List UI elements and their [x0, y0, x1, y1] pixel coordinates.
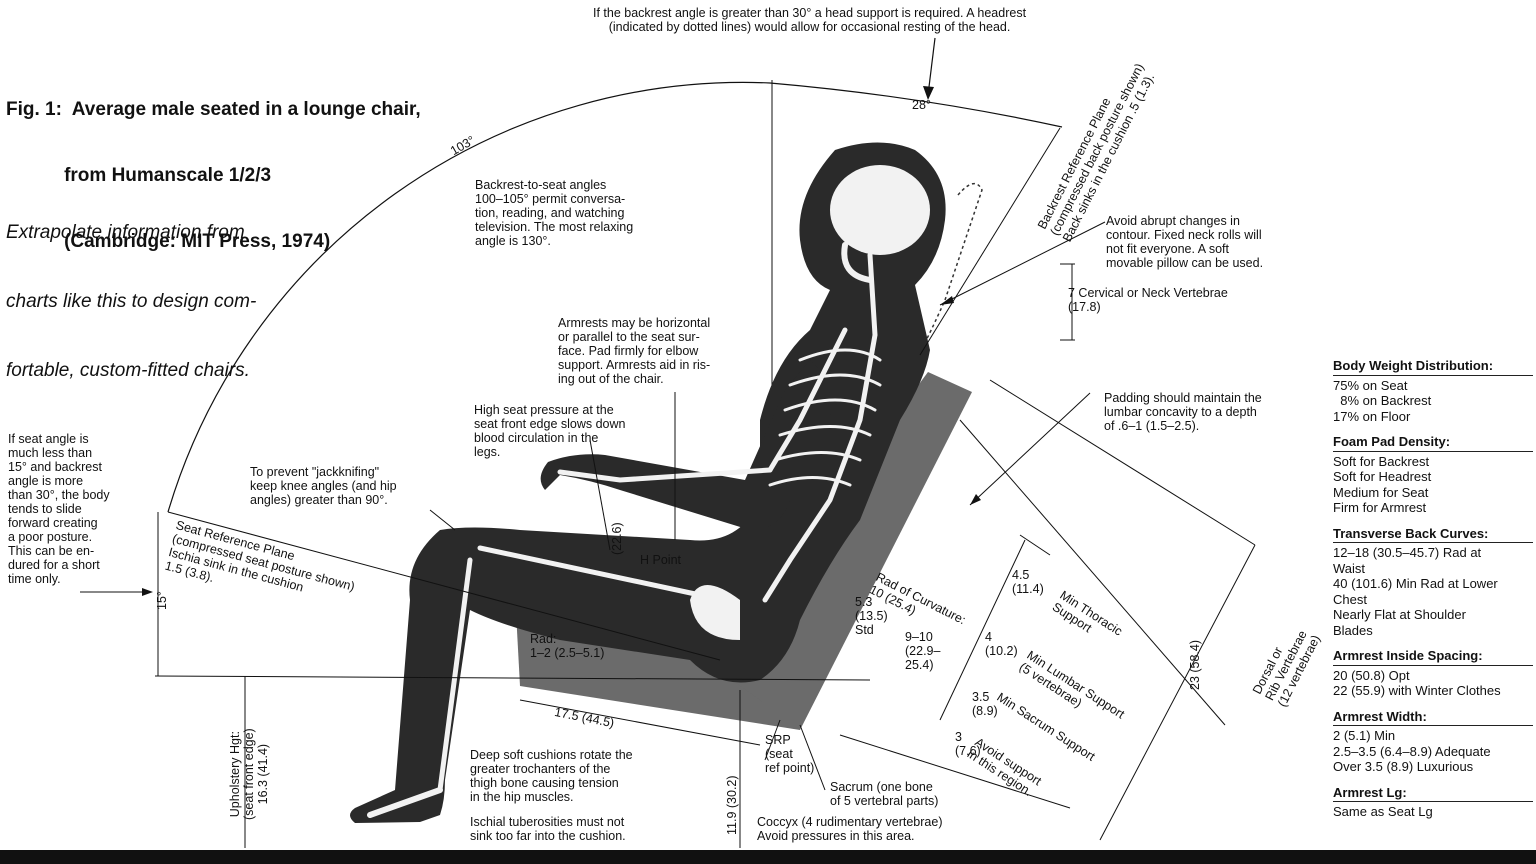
label-sacrum-value: 3.5 (8.9)	[972, 690, 998, 718]
label-lumbar-value: 4 (10.2)	[985, 630, 1018, 658]
backrest-angle-arc	[167, 81, 771, 513]
side-panel-line: Chest	[1333, 591, 1367, 607]
side-panel-line: Same as Seat Lg	[1333, 804, 1433, 819]
figure-title: Fig. 1: Average male seated in a lounge …	[6, 55, 421, 297]
label-forearm-value: (22.6)	[610, 522, 624, 555]
side-panel-heading: Body Weight Distribution:	[1333, 358, 1533, 376]
figure-title-line: (Cambridge: MIT Press, 1974)	[6, 231, 331, 252]
label-rad-value: 9–10 (22.9– 25.4)	[905, 630, 941, 672]
side-panel-line: Medium for Seat	[1333, 484, 1429, 500]
label-dorsal-length: 23 (58.4)	[1188, 639, 1202, 690]
backrest-plane-line	[919, 127, 1061, 356]
side-panel-line: 17% on Floor	[1333, 408, 1411, 424]
side-panel-line: 22 (55.9) with Winter Clothes	[1333, 683, 1501, 698]
side-panel-line: Soft for Headrest	[1333, 469, 1432, 484]
note-seat-pressure: High seat pressure at the seat front edg…	[474, 403, 626, 459]
note-deep-cushions: Deep soft cushions rotate the greater tr…	[470, 748, 633, 804]
side-panel-line: 20 (50.8) Opt	[1333, 667, 1410, 683]
horizontal-reference-line	[154, 675, 871, 681]
side-panel-line: Waist	[1333, 560, 1366, 576]
label-upholstery: Upholstery Hgt: (seat front edge) 16.3 (…	[228, 728, 270, 820]
side-panel-line: 8% on Backrest	[1333, 393, 1432, 408]
label-avoid-value: 3 (7.6)	[955, 730, 981, 758]
arrowheads	[142, 296, 981, 596]
side-panel-heading: Armrest Inside Spacing:	[1333, 648, 1533, 666]
figure-subtitle-line: charts like this to design com-	[6, 291, 257, 312]
side-panel-line: 2.5–3.5 (6.4–8.9) Adequate	[1333, 743, 1491, 759]
side-panel-heading: Armrest Width:	[1333, 709, 1533, 726]
side-panel-line: 2 (5.1) Min	[1333, 728, 1396, 743]
figure-title-line: Fig. 1: Average male seated in a lounge …	[6, 99, 421, 120]
side-panel-line: Over 3.5 (8.9) Luxurious	[1333, 759, 1474, 774]
side-panel-section: Transverse Back Curves: 12–18 (30.5–45.7)…	[1333, 526, 1533, 639]
dimension-lines	[80, 221, 1256, 848]
note-cervical: 7 Cervical or Neck Vertebrae (17.8)	[1068, 286, 1228, 314]
label-thoracic-value: 4.5 (11.4)	[1012, 568, 1044, 596]
side-panel-heading: Transverse Back Curves:	[1333, 526, 1533, 543]
note-backrest-angles: Backrest-to-seat angles 100–105° permit …	[475, 178, 634, 248]
figure-title-line: from Humanscale 1/2/3	[6, 165, 272, 186]
note-ischial: Ischial tuberosities must not sink too f…	[470, 815, 626, 843]
note-h-point: H Point	[640, 553, 681, 567]
arm-silhouette	[540, 360, 831, 530]
side-panel-line: Nearly Flat at Shoulder	[1333, 607, 1466, 622]
head-angle-arc	[769, 82, 1063, 128]
side-panel-line: Soft for Backrest	[1333, 453, 1430, 469]
side-panel-section: Body Weight Distribution:75% on Seat 8% …	[1333, 358, 1533, 424]
note-padding: Padding should maintain the lumbar conca…	[1104, 391, 1262, 433]
note-coccyx: Coccyx (4 rudimentary vertebrae) Avoid p…	[757, 815, 943, 843]
note-contour: Avoid abrupt changes in contour. Fixed n…	[1106, 214, 1264, 270]
label-angle-28: 28°	[912, 98, 931, 112]
side-panel: Body Weight Distribution:75% on Seat 8% …	[1333, 358, 1533, 830]
note-seat-angle: If seat angle is much less than 15° and …	[8, 432, 110, 586]
figure-subtitle-line: Extrapolate information from	[6, 222, 245, 243]
side-panel-line: 40 (101.6) Min Rad at Lower	[1333, 576, 1498, 591]
label-angle-15: 15°	[155, 591, 169, 610]
note-rad-seat: Rad: 1–2 (2.5–5.1)	[530, 632, 605, 660]
note-srp: SRP (seat ref point)	[765, 733, 815, 775]
side-panel-section: Armrest Lg: Same as Seat Lg	[1333, 785, 1533, 820]
seat-reference-plane	[167, 511, 721, 661]
label-seat-height: 11.9 (30.2)	[725, 775, 739, 835]
note-jackknifing: To prevent "jackknifing" keep knee angle…	[250, 465, 397, 507]
note-armrests: Armrests may be horizontal or parallel t…	[558, 316, 711, 386]
label-std-value: 5.3 (13.5) Std	[855, 595, 888, 637]
headrest-arrow	[927, 37, 936, 96]
side-panel-line: Blades	[1333, 622, 1373, 638]
note-sacrum: Sacrum (one bone of 5 vertebral parts)	[830, 780, 939, 808]
side-panel-line: Firm for Armrest	[1333, 500, 1427, 515]
side-panel-line: 12–18 (30.5–45.7) Rad at	[1333, 545, 1482, 560]
skeleton	[367, 165, 930, 818]
side-panel-line: 75% on Seat	[1333, 377, 1408, 393]
floor-bar	[0, 850, 1536, 864]
side-panel-heading: Foam Pad Density:	[1333, 434, 1533, 452]
figure-subtitle-line: fortable, custom-fitted chairs.	[6, 360, 250, 381]
side-panel-heading: Armrest Lg:	[1333, 785, 1533, 802]
note-headrest: If the backrest angle is greater than 30…	[593, 6, 1027, 34]
figure-subtitle: Extrapolate information from charts like…	[6, 175, 256, 428]
headrest-arrowhead	[923, 86, 934, 100]
